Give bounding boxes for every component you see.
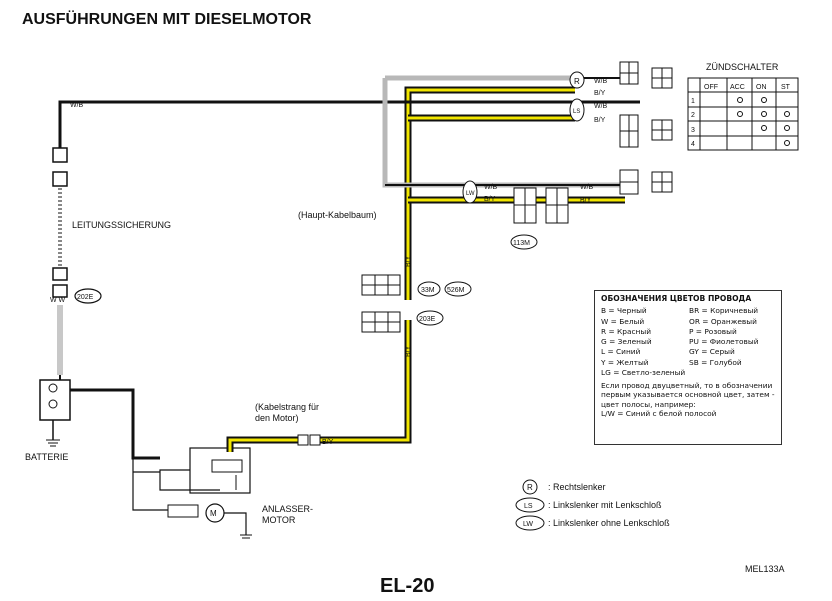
switch-header-on: ON: [756, 84, 767, 91]
kabelstrang-label-2: den Motor): [255, 413, 299, 423]
color-legend-cell: R = Красный: [601, 326, 652, 336]
color-legend-cell: P = Розовый: [689, 326, 737, 336]
color-legend-cell: G = Зеленый: [601, 337, 652, 347]
connector-203e: 203E: [416, 310, 444, 326]
wire-code-by-engine: B/Y: [322, 439, 334, 446]
switch-header-off: OFF: [704, 84, 718, 91]
color-legend-cell: Y = Желтый: [601, 357, 649, 367]
wire-code-by-ls: B/Y: [594, 117, 606, 124]
variant-marker-r: R: [569, 71, 585, 89]
switch-header-st: ST: [781, 84, 791, 91]
svg-text:M: M: [210, 509, 217, 518]
zuendschalter-label: ZÜNDSCHALTER: [706, 62, 779, 72]
color-legend-cell: LG = Светло-зеленый: [601, 367, 686, 377]
wb-branch-wires: [380, 75, 640, 188]
variant-legend-ls-text: : Linkslenker mit Lenkschloß: [548, 500, 662, 510]
wire-code-wb-right: W/B: [580, 184, 594, 191]
anlasser-label-1: ANLASSER-: [262, 504, 313, 514]
switch-header-acc: ACC: [730, 84, 745, 91]
switch-row-1: 1: [691, 98, 695, 105]
anlasser-label-2: MOTOR: [262, 515, 296, 525]
color-legend-cell: OR = Оранжевый: [689, 316, 757, 326]
connector-113m: 113M: [510, 234, 538, 250]
color-legend-cell: GY = Серый: [689, 347, 735, 357]
color-legend-cell: L = Синий: [601, 347, 641, 357]
color-legend-cell: SB = Голубой: [689, 357, 742, 367]
connector-33m-label: 33M: [421, 287, 435, 294]
color-legend-example: L/W = Синий с белой полосой: [601, 408, 717, 418]
connector-202e: 202E: [74, 288, 102, 304]
connector-202e-label: 202E: [77, 294, 94, 301]
connector-203e-label: 203E: [419, 316, 436, 323]
page-number: EL-20: [380, 575, 434, 597]
color-legend-grid: B = Черный BR = Коричневый W = Белый OR …: [601, 306, 775, 377]
starter-motor-symbol: M: [132, 447, 252, 539]
color-legend-cell: [689, 368, 777, 377]
wire-code-wb-ls: W/B: [594, 103, 608, 110]
wire-code-by-lower: B/Y: [405, 345, 412, 357]
variant-marker-ls: LS: [569, 98, 585, 122]
color-legend-cell: W = Белый: [601, 316, 645, 326]
engine-harness-by-wire: [226, 320, 412, 452]
switch-row-3: 3: [691, 127, 695, 134]
battery-symbol: [39, 379, 71, 447]
color-legend-cell: PU = Фиолетовый: [689, 337, 759, 347]
battery-supply-wire: [52, 100, 380, 380]
svg-text:R: R: [574, 77, 580, 86]
variant-legend: R : Rechtslenker LS : Linkslenker mit Le…: [515, 479, 670, 531]
variant-legend-ls-symbol: LS: [524, 503, 533, 510]
color-legend-note: Если провод двуцветный, то в обозначении…: [601, 381, 775, 409]
svg-text:LS: LS: [573, 109, 580, 115]
color-legend-cell: BR = Коричневый: [689, 306, 759, 316]
variant-marker-lw: LW: [462, 180, 478, 204]
battery-starter-cable: [70, 388, 160, 460]
haupt-kabelbaum-label: (Haupt-Kabelbaum): [298, 210, 377, 220]
wire-code-by-right: B/Y: [580, 197, 592, 204]
batterie-label: BATTERIE: [25, 452, 68, 462]
variant-legend-r-text: : Rechtslenker: [548, 482, 606, 492]
connector-526m: 526M: [444, 281, 472, 297]
svg-text:LW: LW: [466, 191, 475, 197]
leitungssicherung-label: LEITUNGSSICHERUNG: [72, 220, 171, 230]
connector-113m-label: 113M: [513, 240, 530, 247]
variant-legend-r-symbol: R: [527, 483, 533, 492]
page-title: AUSFÜHRUNGEN MIT DIESELMOTOR: [22, 9, 312, 28]
connector-blocks: [361, 274, 401, 333]
connector-526m-label: 526M: [447, 287, 465, 294]
wire-code-by-r: B/Y: [594, 90, 606, 97]
wire-code-by-main: B/Y: [405, 255, 412, 267]
figure-code: MEL133A: [745, 564, 785, 574]
connector-33m: 33M: [417, 281, 441, 297]
wire-code-wb-r: W/B: [594, 78, 608, 85]
ignition-switch-table: [687, 77, 799, 151]
wire-code-wb-lw: W/B: [484, 184, 498, 191]
color-legend-cell: B = Черный: [601, 306, 647, 316]
switch-row-4: 4: [691, 141, 695, 148]
wire-code-wb-top: W/B: [70, 102, 84, 109]
wire-color-legend: ОБОЗНАЧЕНИЯ ЦВЕТОВ ПРОВОДА B = Черный BR…: [594, 290, 782, 445]
variant-legend-lw-text: : Linkslenker ohne Lenkschloß: [548, 518, 670, 528]
variant-legend-lw-symbol: LW: [523, 521, 533, 528]
switch-row-2: 2: [691, 112, 695, 119]
kabelstrang-label-1: (Kabelstrang für: [255, 402, 319, 412]
ignition-connectors: [513, 61, 673, 224]
wire-code-ww: W W: [50, 297, 66, 304]
color-legend-title: ОБОЗНАЧЕНИЯ ЦВЕТОВ ПРОВОДА: [601, 294, 752, 303]
wire-code-by-lw: B/Y: [484, 196, 496, 203]
